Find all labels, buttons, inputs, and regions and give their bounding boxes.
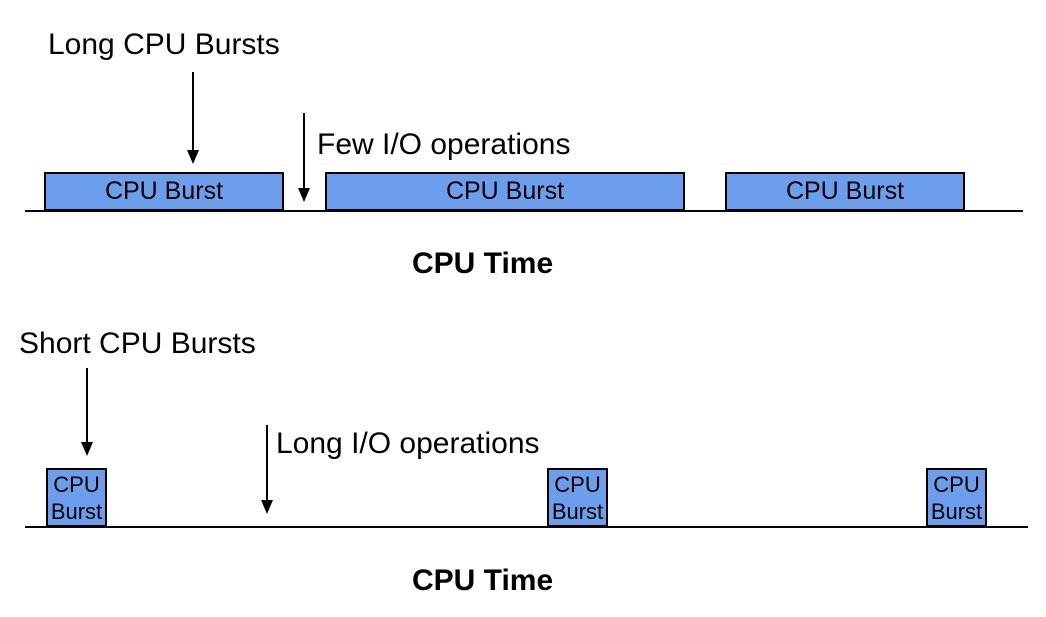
long-io-arrow-line — [266, 425, 268, 502]
timeline-axis — [25, 210, 1023, 212]
few-io-arrowhead-icon — [298, 188, 310, 202]
cpu-burst-box: CPU Burst — [547, 468, 608, 527]
cpu-time-label: CPU Time — [412, 247, 554, 280]
long-io-label: Long I/O operations — [276, 427, 540, 460]
cpu-burst-box: CPU Burst — [725, 172, 965, 211]
few-io-label: Few I/O operations — [317, 128, 571, 161]
cpu-time-label: CPU Time — [412, 564, 554, 597]
short-bursts-arrow-line — [86, 368, 88, 444]
cpu-burst-box: CPU Burst — [325, 172, 685, 211]
short-bursts-title: Short CPU Bursts — [19, 327, 256, 360]
long-bursts-arrow-line — [192, 72, 194, 152]
long-bursts-arrowhead-icon — [187, 150, 199, 164]
long-io-arrowhead-icon — [261, 500, 273, 514]
short-bursts-arrowhead-icon — [81, 442, 93, 456]
cpu-burst-box: CPU Burst — [926, 468, 987, 527]
timeline-axis — [25, 526, 1028, 528]
cpu-burst-box: CPU Burst — [46, 468, 107, 527]
cpu-burst-box: CPU Burst — [44, 172, 284, 211]
few-io-arrow-line — [303, 113, 305, 190]
long-bursts-title: Long CPU Bursts — [48, 28, 280, 61]
